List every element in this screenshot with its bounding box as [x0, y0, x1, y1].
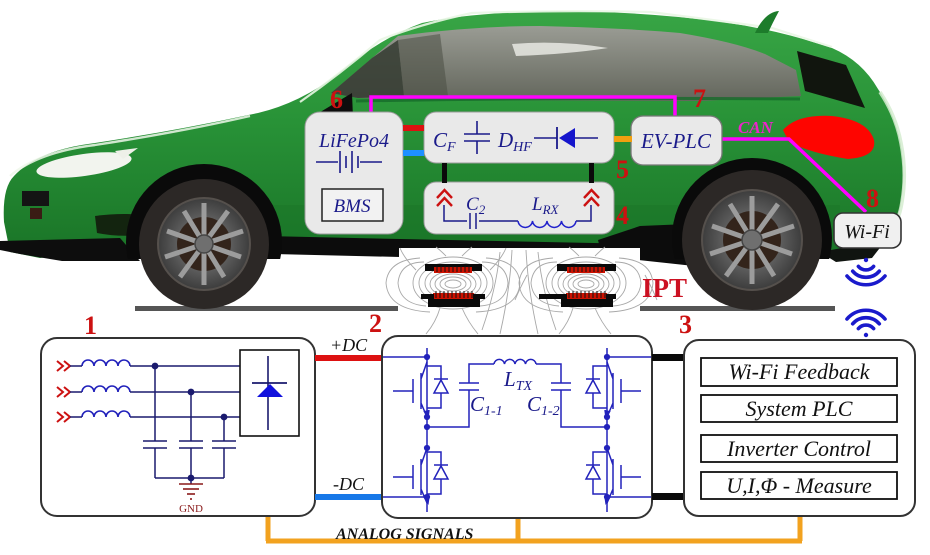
svg-text:BMS: BMS [334, 196, 371, 217]
svg-text:GND: GND [179, 503, 203, 515]
svg-text:+DC: +DC [330, 335, 368, 355]
svg-text:5: 5 [616, 155, 629, 184]
svg-text:Inverter Control: Inverter Control [726, 436, 871, 461]
svg-text:CAN: CAN [738, 118, 774, 137]
svg-text:Wi-Fi: Wi-Fi [844, 221, 890, 243]
svg-text:2: 2 [369, 309, 382, 338]
svg-text:1: 1 [84, 311, 97, 340]
svg-text:7: 7 [693, 84, 706, 113]
svg-text:System PLC: System PLC [746, 396, 853, 421]
svg-text:U,I,Φ - Measure: U,I,Φ - Measure [726, 473, 872, 498]
svg-text:EV-PLC: EV-PLC [640, 129, 712, 153]
svg-text:ANALOG SIGNALS: ANALOG SIGNALS [335, 526, 473, 543]
svg-text:4: 4 [616, 201, 629, 230]
svg-text:LiFePo4: LiFePo4 [318, 130, 389, 152]
svg-text:6: 6 [330, 85, 343, 114]
svg-text:IPT: IPT [642, 273, 687, 303]
svg-text:-DC: -DC [333, 474, 365, 494]
svg-text:8: 8 [866, 184, 879, 213]
svg-text:3: 3 [679, 310, 692, 339]
svg-text:C1-1: C1-1 [470, 392, 503, 419]
svg-text:Wi-Fi Feedback: Wi-Fi Feedback [728, 359, 870, 384]
